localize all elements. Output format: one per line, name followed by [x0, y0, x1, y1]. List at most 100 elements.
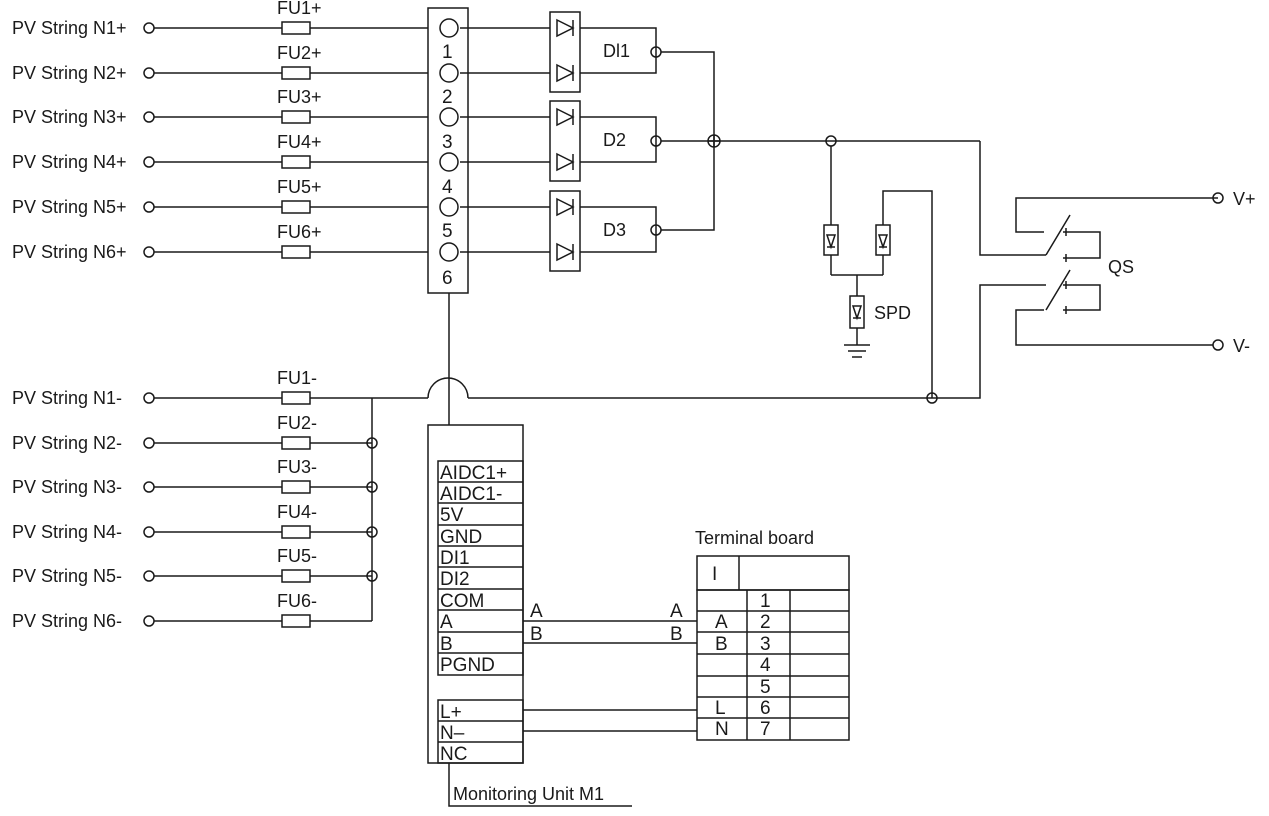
pv-string-n4-plus-label: PV String N4+	[12, 152, 127, 172]
monitoring-pin-label: 5V	[440, 505, 464, 526]
terminal-screw	[439, 242, 459, 262]
wire-a-label: A	[530, 601, 543, 622]
pv-minus-wires	[143, 293, 932, 627]
terminal-screw	[439, 197, 459, 217]
terminal-screw	[439, 107, 459, 127]
terminal-number: 3	[442, 132, 453, 153]
fuse-fu5-minus	[281, 569, 311, 583]
monitoring-pin-label: AIDC1-	[440, 484, 502, 505]
fuse-fu4-plus-label: FU4+	[277, 132, 322, 152]
wire-b-label: B	[530, 624, 543, 645]
pv-string-n4-minus-label: PV String N4-	[12, 522, 122, 542]
monitoring-power-pin-label: L+	[440, 702, 462, 723]
terminal-number: 1	[442, 42, 453, 63]
pv-string-n5-minus-label: PV String N5-	[12, 566, 122, 586]
fuse-fu5-minus-label: FU5-	[277, 546, 317, 566]
terminal-board-row-left: B	[715, 634, 728, 655]
fuse-fu2-minus	[281, 436, 311, 450]
fuse-fu1-minus	[281, 391, 311, 405]
positive-bus	[650, 46, 1046, 256]
diode-packs: Dl1 D2 D3	[549, 11, 657, 272]
pv-plus-group: PV String N1+ PV String N2+ PV String N3…	[12, 0, 438, 262]
terminal-board-row-number: 2	[760, 612, 771, 633]
diode-pack-d1	[549, 11, 657, 93]
diode-pack-d3	[549, 190, 657, 272]
fuse-fu3-plus	[281, 110, 311, 124]
fuse-fu5-plus-label: FU5+	[277, 177, 322, 197]
terminal-board-row-number: 3	[760, 634, 771, 655]
monitoring-unit-title: Monitoring Unit M1	[453, 784, 604, 804]
fuse-fu6-minus-label: FU6-	[277, 591, 317, 611]
pv-string-n1-plus-label: PV String N1+	[12, 18, 127, 38]
spd-label: SPD	[874, 303, 911, 323]
terminal-screw	[439, 18, 459, 38]
terminal-number: 5	[442, 221, 453, 242]
fuse-fu4-minus	[281, 525, 311, 539]
pv-string-n6-plus-label: PV String N6+	[12, 242, 127, 262]
spd: SPD	[823, 146, 933, 398]
terminal-screw	[439, 152, 459, 172]
diode-pack-d2	[549, 100, 657, 182]
terminal-board-title: Terminal board	[695, 528, 814, 548]
terminal-board-row-left: L	[715, 698, 726, 719]
fuse-fu1-minus-label: FU1-	[277, 368, 317, 388]
fuses-minus	[281, 391, 311, 628]
monitoring-power-pin-label: NC	[440, 744, 467, 765]
fuse-fu6-plus-label: FU6+	[277, 222, 322, 242]
wire-a-label: A	[670, 601, 683, 622]
fuse-fu3-plus-label: FU3+	[277, 87, 322, 107]
fuse-fu5-plus	[281, 200, 311, 214]
pv-string-n2-plus-label: PV String N2+	[12, 63, 127, 83]
output-v-minus-label: V-	[1233, 336, 1250, 356]
comm-wires: A B A B	[523, 601, 697, 732]
fuse-fu3-minus-label: FU3-	[277, 457, 317, 477]
diode-d2-label: D2	[603, 130, 626, 150]
monitoring-pin-label: A	[440, 612, 453, 633]
fuse-fu3-minus	[281, 480, 311, 494]
monitoring-pin-label: B	[440, 634, 453, 655]
fuse-fu2-plus-label: FU2+	[277, 43, 322, 63]
terminal-board-row-number: 7	[760, 719, 771, 740]
terminal-board-row-left: N	[715, 719, 729, 740]
terminal-block: 1 2 3 4 5 6	[427, 7, 469, 294]
monitoring-pin-label: PGND	[440, 655, 495, 676]
monitoring-pin-label: DI2	[440, 569, 470, 590]
diode-d3-label: D3	[603, 220, 626, 240]
fuse-fu6-minus	[281, 614, 311, 628]
pv-string-n5-plus-label: PV String N5+	[12, 197, 127, 217]
monitoring-pin-label: AIDC1+	[440, 463, 507, 484]
terminal-to-diode-wires	[460, 27, 550, 253]
terminal-board: Terminal board I A B L N 1 2 3 4 5 6 7	[695, 528, 850, 741]
fuse-fu2-minus-label: FU2-	[277, 413, 317, 433]
fuse-fu4-minus-label: FU4-	[277, 502, 317, 522]
fuses-plus	[281, 21, 311, 259]
terminal-board-header: I	[712, 564, 717, 585]
qs-label: QS	[1108, 257, 1134, 277]
diode-d1-label: Dl1	[603, 41, 630, 61]
pv-minus-group: PV String N1- PV String N2- PV String N3…	[12, 293, 932, 631]
pv-string-n3-minus-label: PV String N3-	[12, 477, 122, 497]
terminal-number: 6	[442, 268, 453, 289]
monitoring-pin-label: COM	[440, 591, 484, 612]
monitoring-unit: AIDC1+ AIDC1- 5V GND DI1 DI2 COM A B PGN…	[427, 424, 632, 807]
monitoring-title-leader	[448, 763, 632, 807]
terminal-board-row-number: 1	[760, 591, 771, 612]
pv-string-n3-plus-label: PV String N3+	[12, 107, 127, 127]
monitoring-pin-label: DI1	[440, 548, 470, 569]
terminal-block-body	[427, 7, 469, 294]
monitoring-pin-label: GND	[440, 527, 482, 548]
pv-string-n1-minus-label: PV String N1-	[12, 388, 122, 408]
terminal-board-row-number: 4	[760, 655, 771, 676]
fuse-fu1-plus-label: FU1+	[277, 0, 322, 18]
output-v-plus-label: V+	[1233, 189, 1256, 209]
terminal-number: 2	[442, 87, 453, 108]
terminal-screw	[439, 63, 459, 83]
fuse-fu2-plus	[281, 66, 311, 80]
terminal-board-row-number: 5	[760, 677, 771, 698]
fuse-fu4-plus	[281, 155, 311, 169]
terminal-board-row-left: A	[715, 612, 728, 633]
terminal-number: 4	[442, 177, 453, 198]
terminal-board-row-number: 6	[760, 698, 771, 719]
pv-string-n2-minus-label: PV String N2-	[12, 433, 122, 453]
